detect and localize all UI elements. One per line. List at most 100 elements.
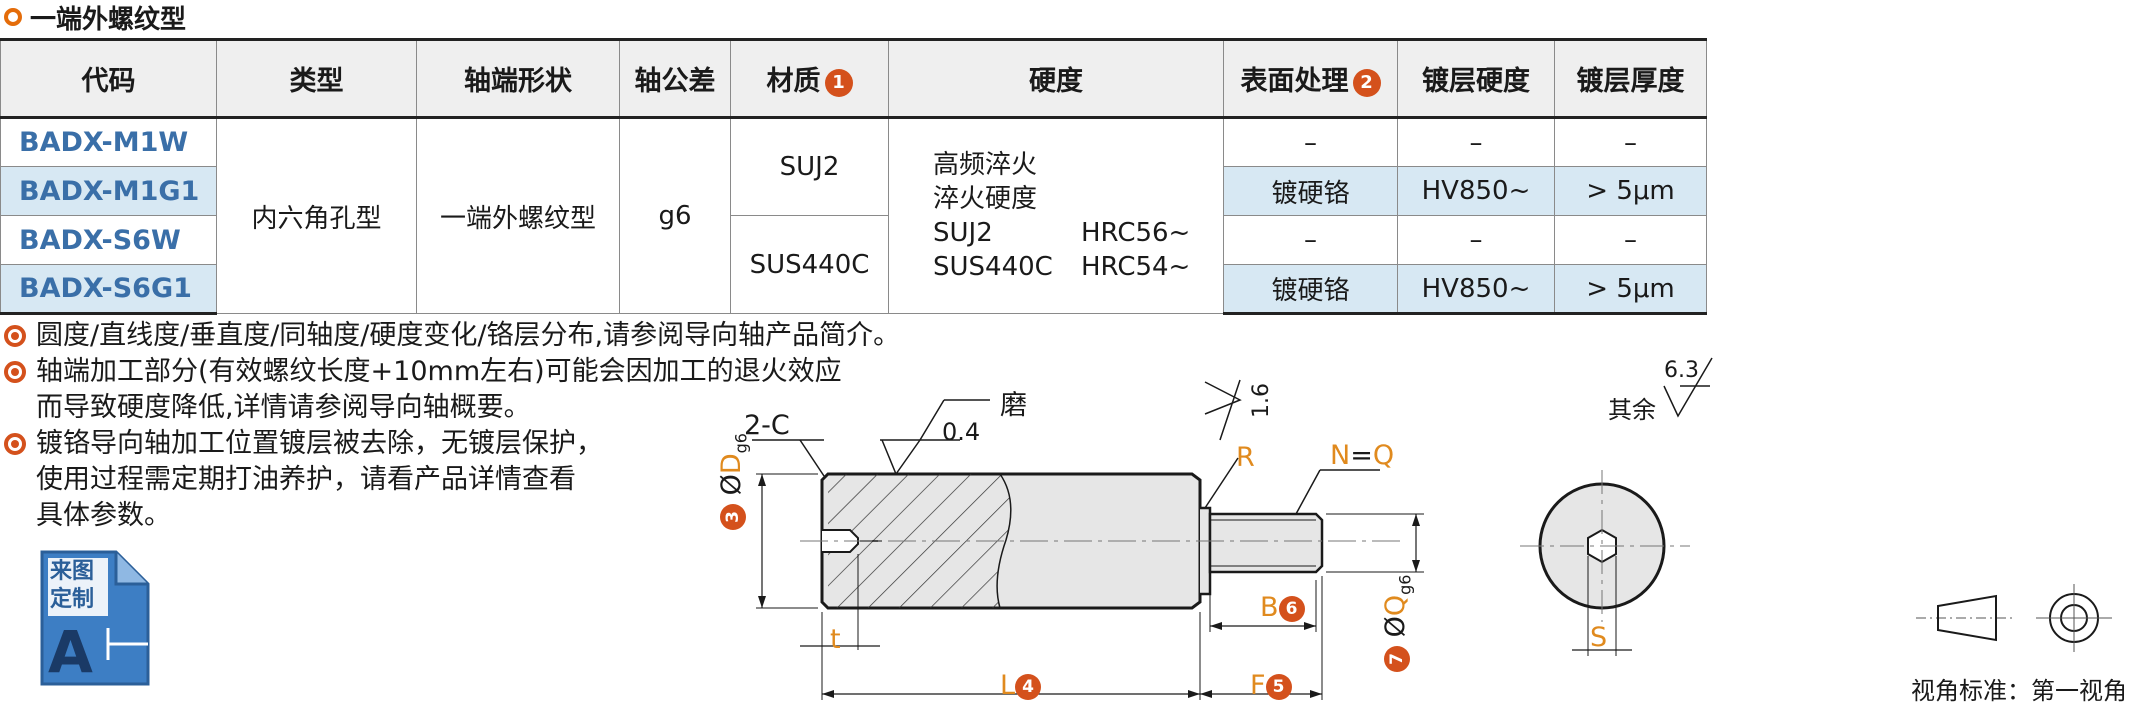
header-shaft-end: 轴端形状 [416,38,620,119]
bullet-icon [4,325,26,347]
notes-list: 圆度/直线度/垂直度/同轴度/硬度变化/铬层分布,请参阅导向轴产品简介。 轴端加… [2,318,902,534]
table-row: BADX-S6G1 镀硬铬 HV850~ > 5μm [0,264,1707,315]
hardness-value: HRC54~ [1081,252,1191,282]
section-title-text: 一端外螺纹型 [30,4,187,35]
code-cell: BADX-S6G1 [0,264,217,315]
shaft-side-view-drawing [752,379,1424,700]
roughness-label: 0.4 [942,418,981,446]
hardness-material: SUS440C [933,252,1053,282]
surface-cell: 镀硬铬 [1223,166,1398,216]
table-row: BADX-S6W SUS440C – – – [0,215,1707,314]
s-label: S [1590,622,1608,653]
bullet-icon [4,361,26,383]
diameter-tolerance: g6 [731,433,751,454]
note-badge: 6 [1278,595,1305,622]
grind-label: 磨 [1000,390,1027,421]
hardness-row: SUS440C HRC54~ [933,250,1223,284]
projection-standard-label: 视角标准：第一视角 [1911,677,2127,705]
header-plating-thickness: 镀层厚度 [1554,38,1707,119]
note-badge: 7 [1383,646,1410,672]
note-item: 镀铬导向轴加工位置镀层被去除，无镀层保护， 使用过程需定期打油养护，请看产品详情… [2,426,902,534]
radius-label: R [1236,442,1255,473]
note-item: 轴端加工部分(有效螺纹长度+10mm左右)可能会因加工的退火效应 而导致硬度降低… [2,354,902,426]
diameter-q-label: 7 ØQg6 [1380,575,1414,672]
document-icon [40,550,150,686]
shaft-end-view-drawing [1520,470,1690,656]
code-cell: BADX-M1G1 [0,166,217,216]
roughness-label: 1.6 [1249,383,1274,418]
plating-thickness-cell: > 5μm [1554,166,1707,216]
header-material-text: 材质 [766,66,821,97]
custom-drawing-badge: 来图 定制 A [36,548,152,688]
material-cell: SUS440C [730,215,889,314]
t-label: t [830,624,841,655]
chamfer-label: 2-C [744,410,790,441]
length-letter: L [1000,670,1016,701]
badge-line: 来图 [50,559,95,584]
plating-hardness-cell: – [1397,117,1555,167]
plating-hardness-cell: – [1397,215,1555,265]
note-badge: 1 [824,68,853,97]
length-letter: F [1250,670,1266,701]
rest-roughness-label: 其余 [1608,396,1656,424]
diameter-letter: Q [1380,594,1411,617]
plating-hardness-cell: HV850~ [1397,264,1555,315]
bullet-icon [4,433,26,455]
badge-letter: A [48,618,93,686]
badge-label: 来图 定制 [50,558,94,614]
header-tolerance: 轴公差 [619,38,731,119]
hardness-material: SUJ2 [933,218,993,248]
note-text: 轴端加工部分(有效螺纹长度+10mm左右)可能会因加工的退火效应 而导致硬度降低… [36,356,842,423]
note-item: 圆度/直线度/垂直度/同轴度/硬度变化/铬层分布,请参阅导向轴产品简介。 [2,318,902,354]
plating-thickness-cell: > 5μm [1554,264,1707,315]
thread-q: Q [1372,440,1395,471]
note-text: 镀铬导向轴加工位置镀层被去除，无镀层保护， 使用过程需定期打油养护，请看产品详情… [36,428,603,531]
hardness-value: HRC56~ [1081,218,1191,248]
first-angle-projection-icon [1916,584,2112,652]
hardness-row: SUJ2 HRC56~ [933,216,1223,250]
plating-hardness-cell: HV850~ [1397,166,1555,216]
thread-label: N=Q [1330,440,1394,471]
roughness-label: 6.3 [1664,358,1699,383]
surface-cell: 镀硬铬 [1223,264,1398,315]
diameter-tolerance: g6 [1395,574,1415,595]
surface-cell: – [1223,215,1398,265]
type-cell: 内六角孔型 [216,117,417,314]
surface-cell: – [1223,117,1398,167]
material-cell: SUJ2 [730,117,889,216]
section-title: 一端外螺纹型 [4,0,187,35]
hardness-cell: 高频淬火 淬火硬度 SUJ2 HRC56~ SUS440C HRC54~ [888,117,1224,314]
thread-n: N [1330,440,1351,471]
circle-bullet-icon [4,8,22,26]
diameter-symbol: Ø [1380,616,1411,638]
table-row: BADX-M1G1 镀硬铬 HV850~ > 5μm [0,166,1707,216]
code-cell: BADX-M1W [0,117,217,167]
note-badge: 2 [1352,68,1381,97]
header-type: 类型 [216,38,417,119]
diameter-d-label: 3 ØDg6 [716,433,750,530]
roughness-symbol-icon [1663,357,1713,418]
length-letter: B [1260,592,1279,623]
table-row: BADX-M1W 内六角孔型 一端外螺纹型 g6 SUJ2 高频淬火 淬火硬度 … [0,117,1707,314]
header-hardness: 硬度 [888,38,1224,119]
hardness-line: 淬火硬度 [933,184,1038,214]
header-code: 代码 [0,38,217,119]
diameter-letter: D [716,453,747,475]
badge-line: 定制 [50,587,95,612]
plating-thickness-cell: – [1554,117,1707,167]
note-badge: 3 [719,504,746,530]
tolerance-cell: g6 [619,117,731,314]
chamfer-text: 2-C [744,410,790,441]
code-cell: BADX-S6W [0,215,217,265]
note-text: 圆度/直线度/垂直度/同轴度/硬度变化/铬层分布,请参阅导向轴产品简介。 [36,320,901,351]
thread-eq: = [1350,440,1373,471]
shaft-end-cell: 一端外螺纹型 [416,117,620,314]
hardness-line: 高频淬火 [933,150,1038,180]
note-badge: 4 [1015,673,1042,700]
